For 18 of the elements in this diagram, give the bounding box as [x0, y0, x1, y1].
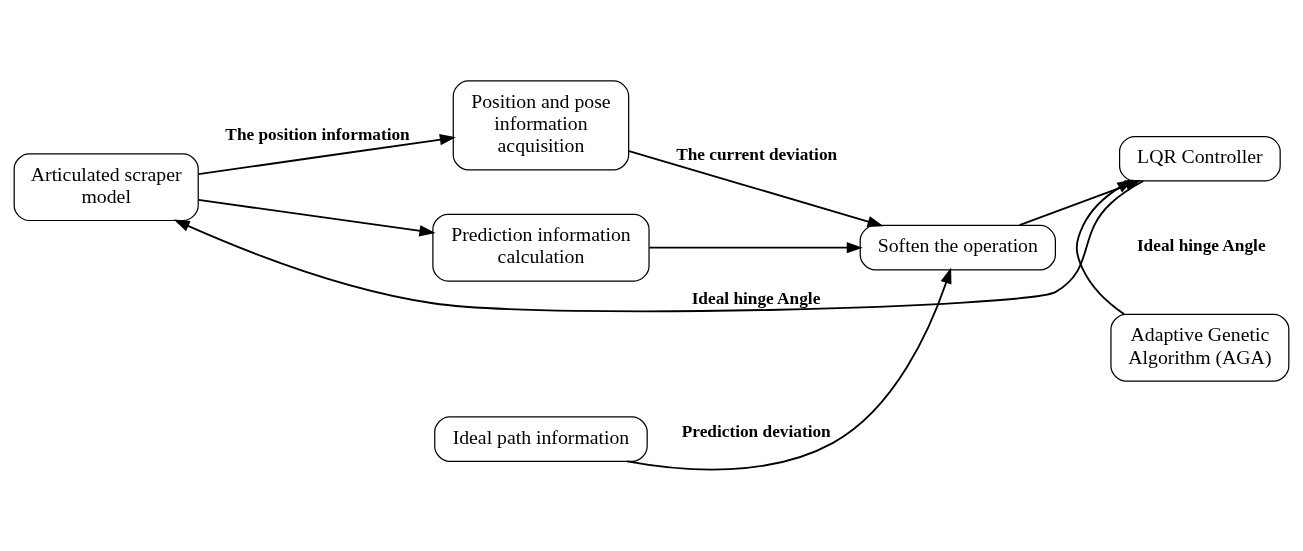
arrow: [197, 134, 456, 176]
arrow: [626, 267, 952, 471]
edge-label: Ideal hinge Angle: [691, 288, 821, 308]
arrow: [648, 242, 863, 254]
node-box: Ideal path information: [434, 416, 648, 462]
node-box: Prediction information calculation: [432, 213, 650, 282]
arrow: [1075, 179, 1134, 316]
arrow: [197, 199, 436, 237]
label: Ideal hinge Angle: [1136, 236, 1266, 256]
node-box: Soften the operation: [859, 224, 1056, 271]
node-box: Position and pose information acquisition: [452, 80, 630, 171]
node-box: Adaptive Genetic Algorithm (AGA): [1110, 313, 1290, 382]
edge-label: The current deviation: [676, 145, 838, 165]
node-box: Articulated scraper model: [13, 153, 199, 222]
edge-label: Prediction deviation: [681, 421, 831, 441]
edge-label: The position information: [225, 125, 410, 145]
arrow: [628, 150, 884, 227]
node-box: LQR Controller: [1119, 135, 1281, 182]
